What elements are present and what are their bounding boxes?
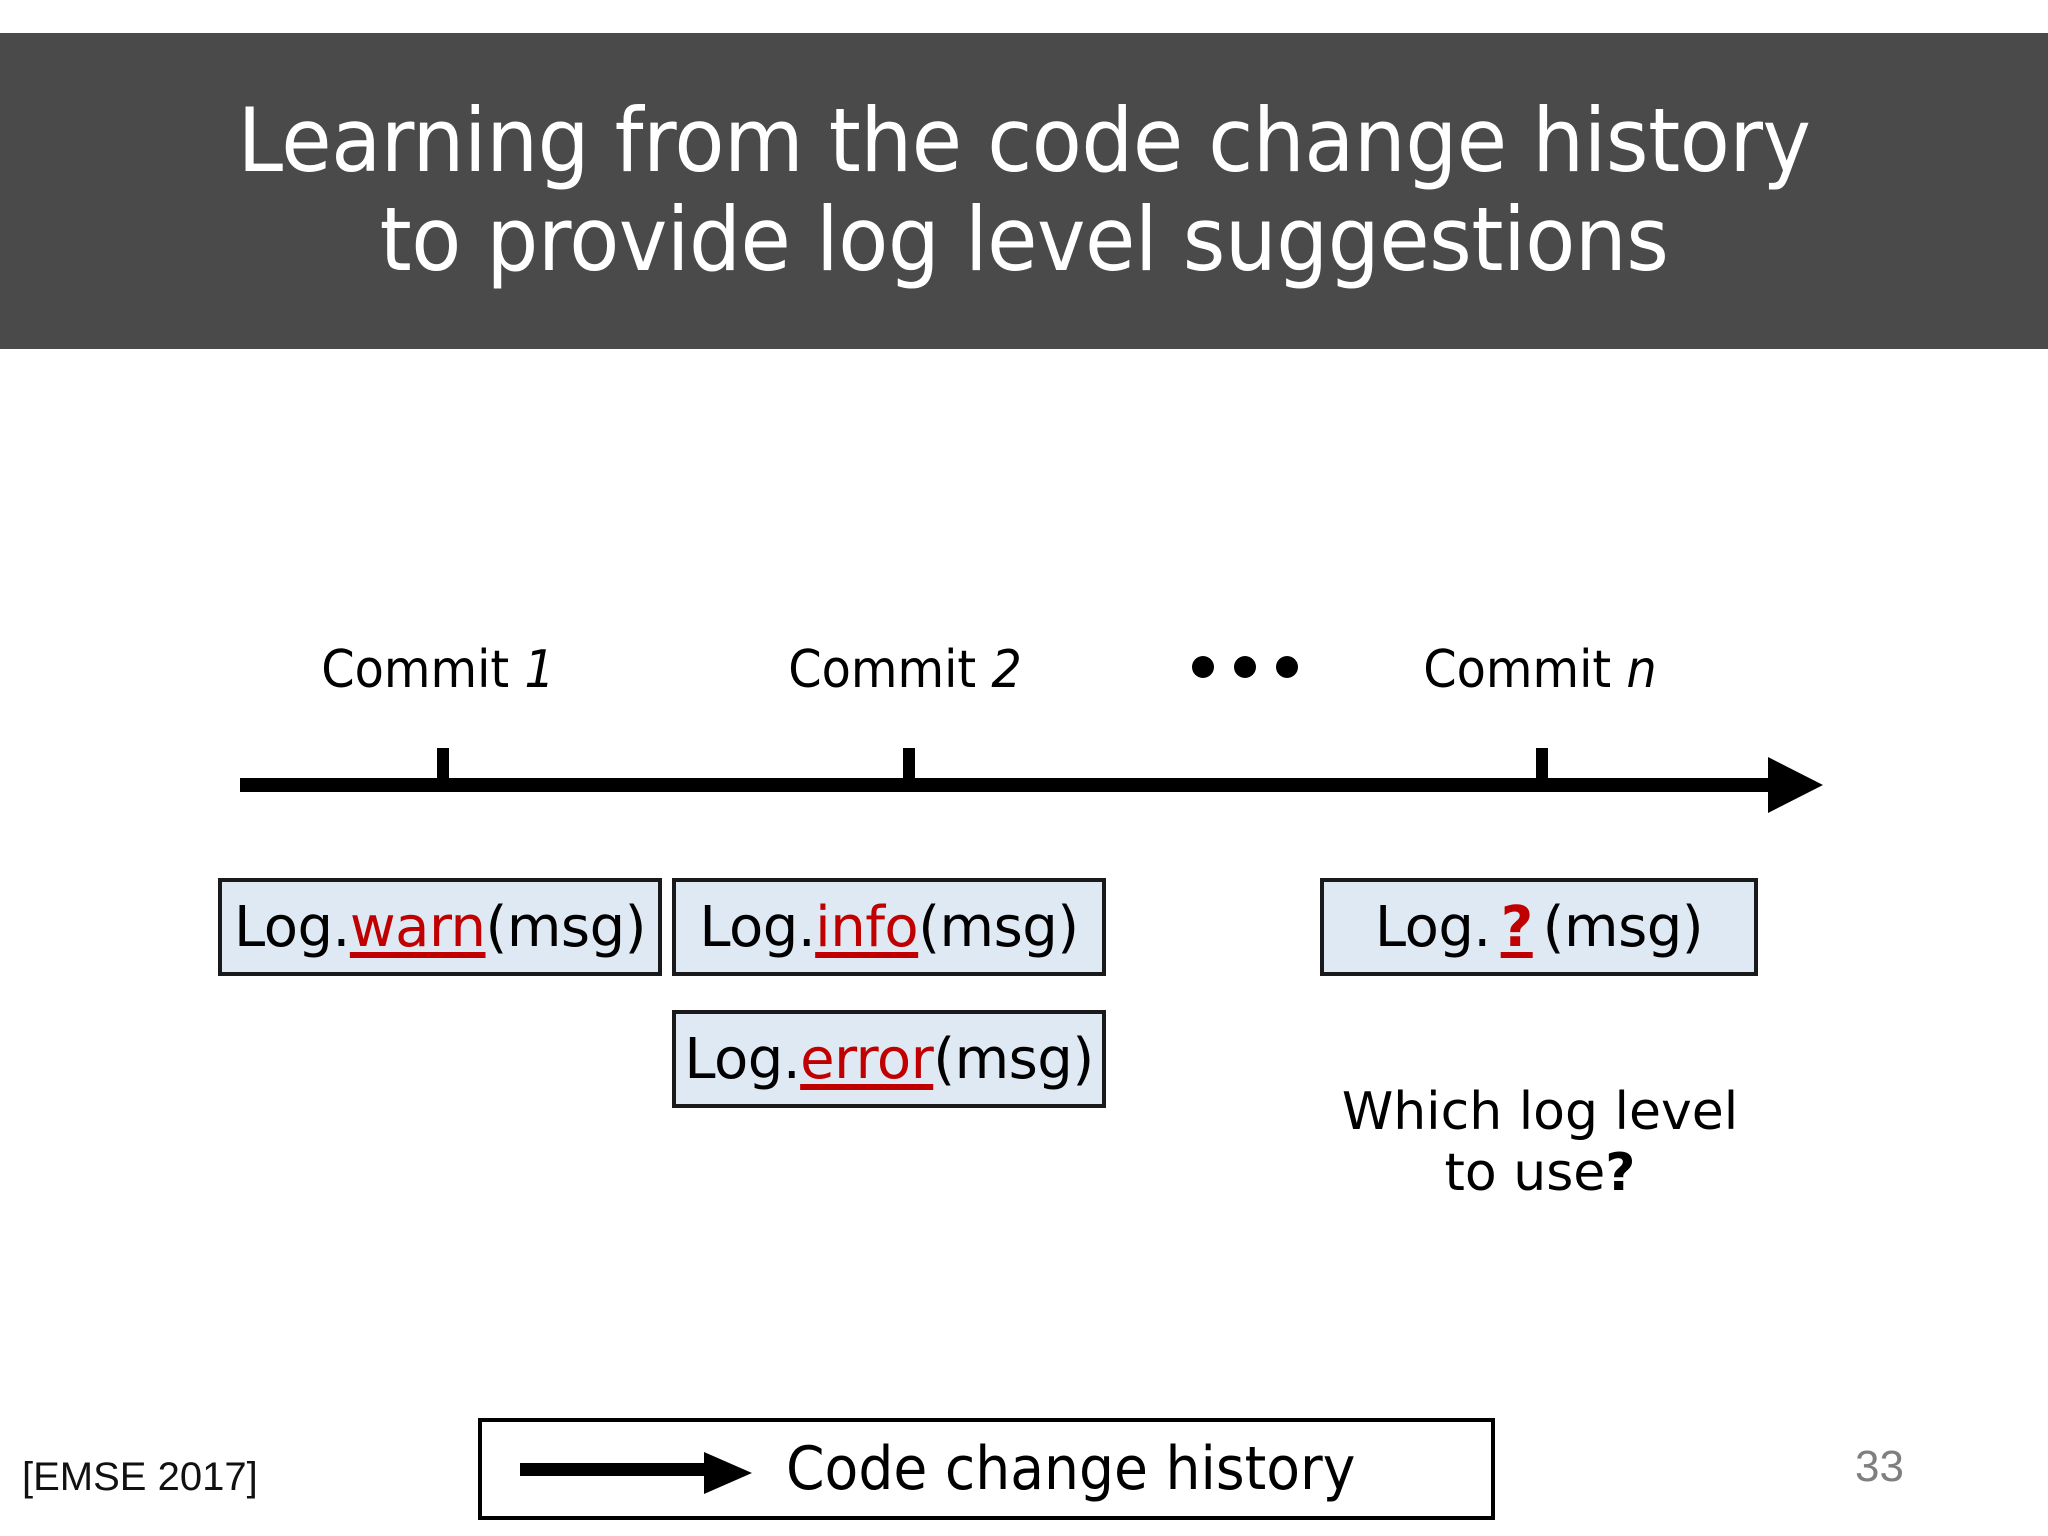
log-level-unknown-question-mark: ? <box>1500 894 1533 960</box>
log-level-error: error <box>800 1026 934 1092</box>
ellipsis-icon <box>1135 636 1355 692</box>
log-prefix-unknown: Log. <box>1374 894 1491 960</box>
ellipsis-dot-2 <box>1234 655 1256 678</box>
ellipsis-dot-3 <box>1276 655 1298 678</box>
log-statement-box-error: Log.error(msg) <box>672 1010 1106 1108</box>
log-suffix-info: (msg) <box>918 894 1079 960</box>
timeline-tick-commit-1 <box>437 748 449 788</box>
question-line-2-text: to use <box>1444 1143 1606 1204</box>
log-prefix-warn: Log. <box>234 894 350 960</box>
question-line-1: Which log level <box>1341 1082 1739 1142</box>
legend-label: Code change history <box>786 1434 1356 1504</box>
log-level-warn: warn <box>349 894 486 960</box>
commit-1-index: 1 <box>524 640 555 700</box>
timeline-arrowhead-icon <box>1768 757 1823 813</box>
question-mark-icon: ? <box>1605 1143 1636 1204</box>
legend-box: Code change history <box>478 1418 1495 1520</box>
legend-arrow-icon <box>520 1452 760 1494</box>
legend-arrow-shaft <box>520 1463 706 1476</box>
log-statement-box-warn: Log.warn(msg) <box>218 878 662 976</box>
log-prefix-info: Log. <box>699 894 816 960</box>
page-number: 33 <box>1855 1442 1904 1491</box>
commit-n-label: Commit n <box>1356 640 1724 700</box>
commit-2-label: Commit 2 <box>721 640 1089 700</box>
question-annotation: Which log level to use? <box>1300 1082 1780 1205</box>
log-suffix-unknown: (msg) <box>1542 894 1704 960</box>
log-suffix-error: (msg) <box>933 1026 1094 1092</box>
timeline-axis-bar <box>240 778 1770 792</box>
commit-2-prefix: Commit <box>788 640 992 700</box>
log-statement-box-info: Log.info(msg) <box>672 878 1106 976</box>
commit-n-prefix: Commit <box>1423 640 1627 700</box>
legend-arrow-head <box>704 1452 752 1494</box>
timeline-tick-commit-2 <box>903 748 915 788</box>
commit-2-index: 2 <box>991 640 1022 700</box>
page-title: Learning from the code change history to… <box>237 89 1811 291</box>
log-statement-box-unknown: Log.?(msg) <box>1320 878 1758 976</box>
log-suffix-warn: (msg) <box>485 894 647 960</box>
commit-1-prefix: Commit <box>321 640 525 700</box>
ellipsis-dot-1 <box>1192 655 1214 678</box>
log-prefix-error: Log. <box>684 1026 801 1092</box>
question-line-2: to use? <box>1300 1143 1780 1204</box>
commit-n-index: n <box>1626 640 1657 700</box>
log-level-info: info <box>815 894 919 960</box>
timeline-tick-commit-n <box>1536 748 1548 788</box>
commit-1-label: Commit 1 <box>254 640 622 700</box>
title-band: Learning from the code change history to… <box>0 33 2048 349</box>
citation-reference: [EMSE 2017] <box>22 1455 258 1499</box>
